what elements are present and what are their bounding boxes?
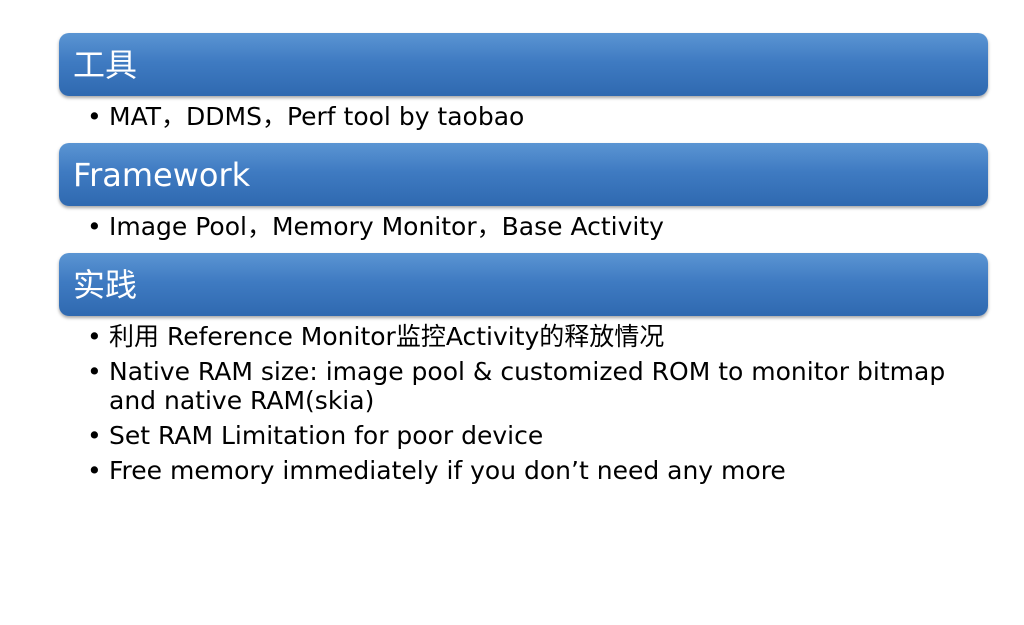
bullet-item: Image Pool，Memory Monitor，Base Activity bbox=[87, 212, 947, 241]
section-header-framework: Framework bbox=[59, 143, 988, 206]
section-title-framework: Framework bbox=[73, 155, 251, 194]
section-title-tools: 工具 bbox=[73, 45, 138, 84]
section-tools: 工具 MAT，DDMS，Perf tool by taobao bbox=[59, 33, 988, 131]
section-practice: 实践 利用 Reference Monitor监控Activity的释放情况 N… bbox=[59, 253, 988, 485]
bullet-item: Set RAM Limitation for poor device bbox=[87, 421, 947, 450]
section-title-practice: 实践 bbox=[73, 265, 138, 304]
bullet-item: Free memory immediately if you don’t nee… bbox=[87, 456, 947, 485]
section-header-practice: 实践 bbox=[59, 253, 988, 316]
bullet-list-tools: MAT，DDMS，Perf tool by taobao bbox=[87, 102, 947, 131]
bullet-list-practice: 利用 Reference Monitor监控Activity的释放情况 Nati… bbox=[87, 322, 947, 485]
bullet-item: MAT，DDMS，Perf tool by taobao bbox=[87, 102, 947, 131]
bullet-list-framework: Image Pool，Memory Monitor，Base Activity bbox=[87, 212, 947, 241]
section-framework: Framework Image Pool，Memory Monitor，Base… bbox=[59, 143, 988, 241]
bullet-item: Native RAM size: image pool & customized… bbox=[87, 357, 947, 415]
section-header-tools: 工具 bbox=[59, 33, 988, 96]
bullet-item: 利用 Reference Monitor监控Activity的释放情况 bbox=[87, 322, 947, 351]
